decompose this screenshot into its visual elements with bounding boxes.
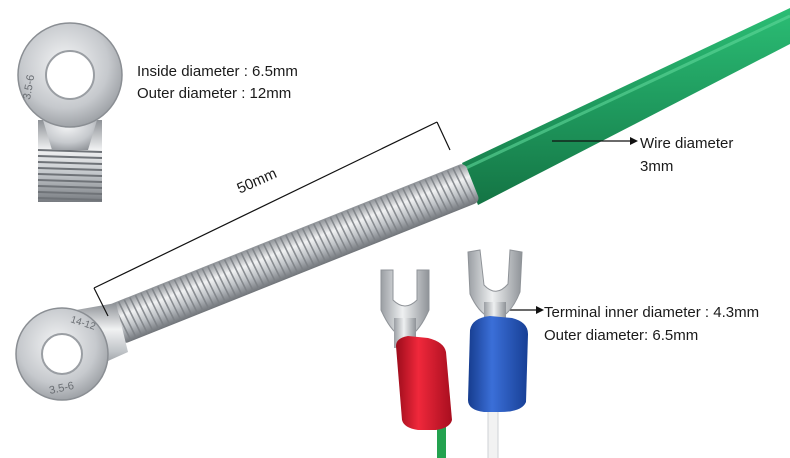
wire-diameter-label: Wire diameter bbox=[640, 135, 734, 152]
wire-diameter-arrow bbox=[552, 137, 638, 145]
inset-stamp-text: 3.5-6 bbox=[21, 74, 37, 101]
terminal-outer-diameter-label: Outer diameter: 6.5mm bbox=[544, 327, 699, 344]
green-cable bbox=[462, 8, 790, 205]
wire-diameter-value: 3mm bbox=[640, 158, 674, 175]
terminal-inner-diameter-label: Terminal inner diameter : 4.3mm bbox=[544, 304, 760, 321]
length-dimension-line bbox=[93, 121, 451, 317]
outer-diameter-label: Outer diameter : 12mm bbox=[137, 85, 292, 102]
ring-closeup-inset: 3.5-6 bbox=[0, 0, 128, 202]
blue-fork-terminal bbox=[467, 249, 528, 458]
ring-terminal: 3.5-6 14-12 bbox=[15, 303, 128, 401]
ring-stamp-text: 3.5-6 bbox=[48, 380, 75, 397]
spring-sleeve bbox=[109, 164, 479, 343]
inside-diameter-label: Inside diameter : 6.5mm bbox=[137, 63, 298, 80]
red-fork-terminal bbox=[380, 269, 452, 458]
